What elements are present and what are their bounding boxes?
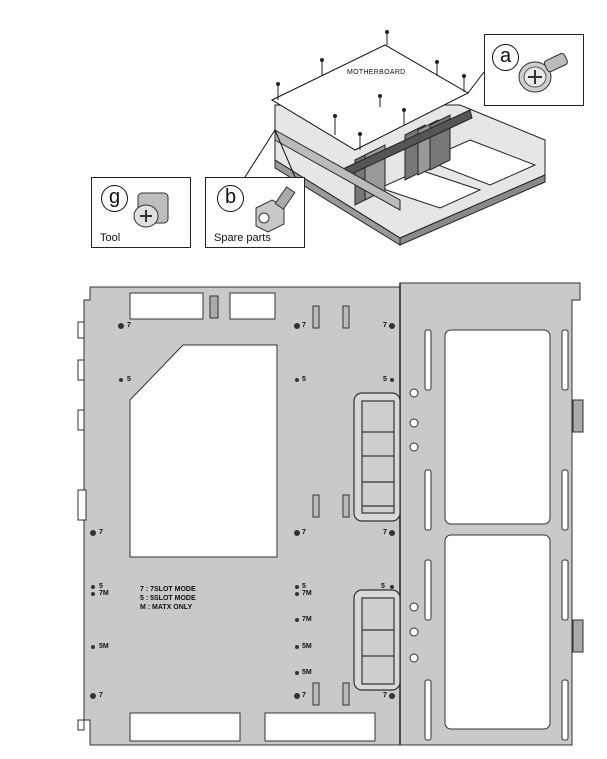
hole-label: 7 <box>302 322 306 329</box>
hole-label: 7 <box>383 322 387 329</box>
motherboard-screws <box>276 30 466 150</box>
hole-label: 7 <box>302 692 306 699</box>
hole-label: 5 <box>381 583 385 590</box>
pcie-bracket-lower <box>353 589 401 691</box>
callout-g: g Tool <box>91 177 191 248</box>
hole-label: 7 <box>99 529 103 536</box>
callout-b: b Spare parts <box>205 177 305 248</box>
callout-b-letter: b <box>217 185 244 212</box>
hole-label: 5 <box>302 376 306 383</box>
callout-g-caption: Tool <box>100 232 121 244</box>
callout-a: a <box>484 34 584 106</box>
hole-label: 7M <box>302 616 312 623</box>
large-cutout <box>129 344 278 558</box>
tray-round-holes <box>409 388 419 663</box>
pcie-bracket-upper <box>353 392 401 522</box>
standoff-holes <box>90 323 395 699</box>
hole-label: 7 <box>383 692 387 699</box>
legend-line: 7 : 7SLOT MODE <box>140 586 196 593</box>
screw-icon <box>518 52 568 93</box>
legend-line: M : MATX ONLY <box>140 604 193 611</box>
hole-label: 5 <box>99 583 103 590</box>
hole-label: 5M <box>99 643 109 650</box>
hole-label: 5 <box>383 376 387 383</box>
hole-label: 7 <box>99 692 103 699</box>
hole-label: 7 <box>127 322 131 329</box>
standoff-icon <box>255 186 296 233</box>
slot-mode-legend: 7 : 7SLOT MODE 5 : 5SLOT MODE M : MATX O… <box>140 585 196 612</box>
hole-label: 7 <box>302 529 306 536</box>
legend-line: 5 : 5SLOT MODE <box>140 595 196 602</box>
hole-label: 7M <box>99 590 109 597</box>
hole-label: 7 <box>383 529 387 536</box>
hole-label: 7M <box>302 590 312 597</box>
hole-label: 5M <box>302 643 312 650</box>
callout-a-letter: a <box>492 44 519 71</box>
hole-label: 5 <box>127 376 131 383</box>
motherboard-label: MOTHERBOARD <box>347 69 406 76</box>
tool-icon <box>133 192 169 228</box>
callout-b-caption: Spare parts <box>214 232 271 244</box>
hole-label: 5 <box>302 583 306 590</box>
hole-label: 5M <box>302 669 312 676</box>
callout-g-letter: g <box>101 185 128 212</box>
